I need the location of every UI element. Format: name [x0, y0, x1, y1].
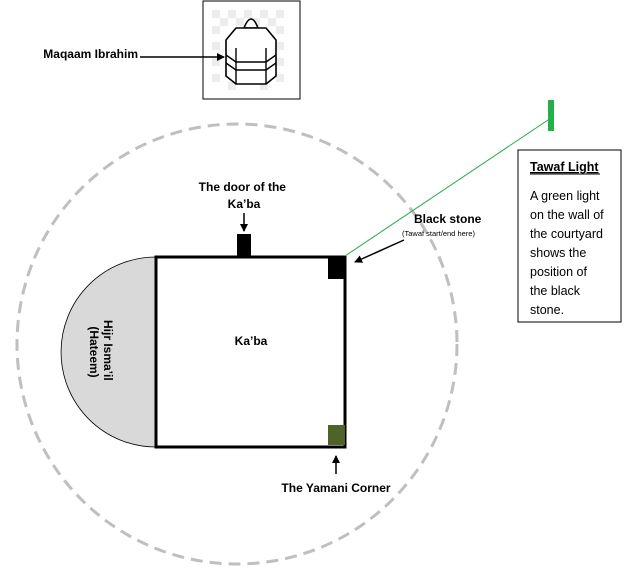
tawaf-light-info-box: Tawaf Light A green light on the wall of…: [517, 149, 622, 323]
hijr-ismail: [60, 256, 157, 448]
tawaf-light-line: [344, 117, 552, 257]
black-stone-arrow: [354, 239, 405, 263]
tawaf-circle: [15, 122, 459, 566]
maqaam-ibrahim-icon: [202, 0, 301, 100]
kaaba-label: Ka’ba: [235, 334, 268, 348]
kaaba: [154, 255, 347, 449]
black-stone-label: Black stone: [414, 212, 482, 226]
yamani-label: The Yamani Corner: [281, 481, 390, 495]
tawaf-light: [548, 100, 554, 131]
kaaba-door: [237, 234, 251, 257]
info-box-title: Tawaf Light: [530, 160, 599, 174]
maqaam-label: Maqaam Ibrahim: [43, 47, 138, 61]
yamani-corner: [328, 425, 345, 445]
hijr-label: Hijr Isma’il (Hateem): [87, 320, 115, 384]
door-label: The door of the Ka’ba: [199, 180, 290, 211]
black-stone-note: (Tawaf start/end here): [402, 229, 475, 238]
black-stone: [328, 258, 344, 279]
info-box-text: A green light on the wall of the courtya…: [530, 189, 607, 317]
